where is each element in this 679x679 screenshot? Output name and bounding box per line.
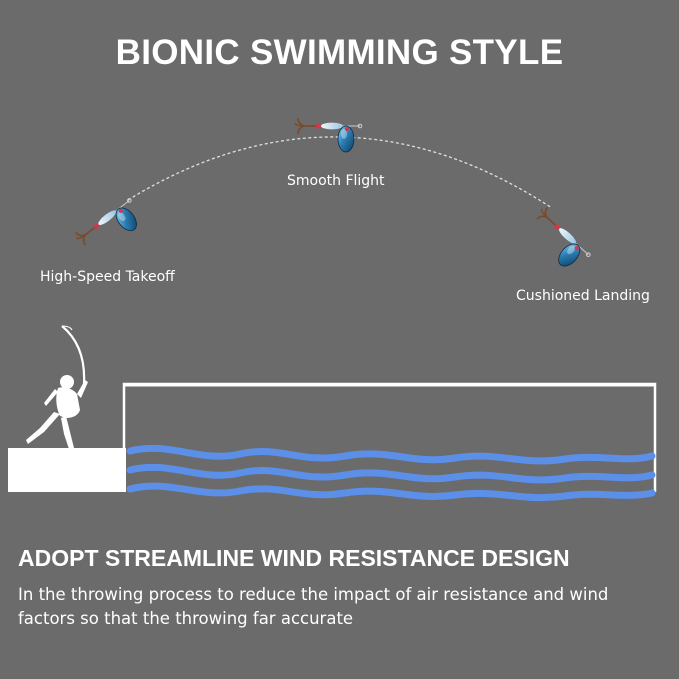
shore-platform	[8, 448, 126, 492]
label-cushioned-landing: Cushioned Landing	[516, 288, 650, 304]
section-description: In the throwing process to reduce the im…	[18, 585, 609, 628]
fishing-rod	[61, 325, 86, 385]
water-waves-icon	[126, 444, 656, 502]
spinner-lure-icon	[521, 204, 596, 277]
spinner-lure-icon	[294, 117, 363, 153]
fisherman-silhouette-icon	[26, 375, 88, 449]
page-title: BIONIC SWIMMING STYLE	[115, 33, 564, 72]
section-heading: ADOPT STREAMLINE WIND RESISTANCE DESIGN	[18, 545, 570, 571]
spinner-lure-icon	[72, 192, 148, 262]
label-smooth-flight: Smooth Flight	[287, 173, 385, 189]
label-high-speed-takeoff: High-Speed Takeoff	[40, 269, 175, 285]
